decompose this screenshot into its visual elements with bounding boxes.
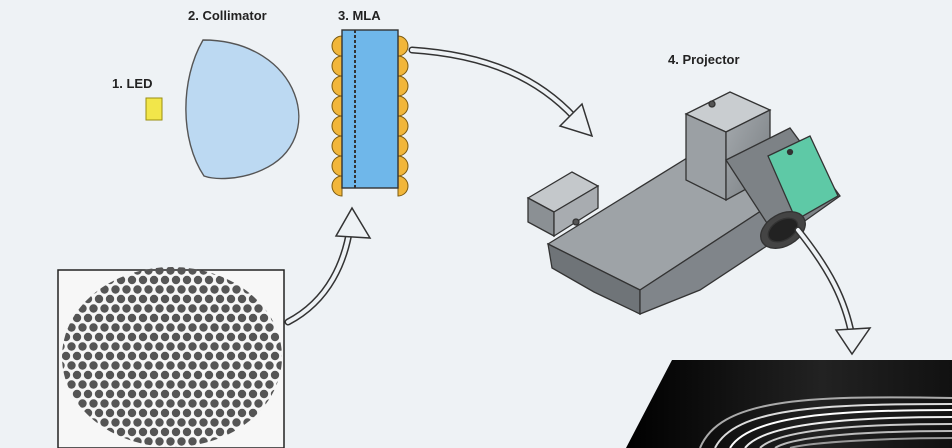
label-led: 1. LED — [112, 76, 153, 91]
label-collimator: 2. Collimator — [188, 8, 267, 23]
led-element — [145, 97, 163, 121]
hexagonal-hole-pattern — [62, 267, 282, 447]
label-mla: 3. MLA — [338, 8, 381, 23]
arrow-pattern-to-mla — [284, 224, 354, 326]
projector-device — [526, 91, 841, 316]
projected-output — [626, 360, 952, 448]
label-projector: 4. Projector — [668, 52, 740, 67]
arrow-projector-to-output — [794, 226, 856, 340]
mla-array — [331, 29, 409, 197]
collimator-lens — [185, 39, 300, 180]
arrow-mla-to-projector — [408, 46, 579, 122]
